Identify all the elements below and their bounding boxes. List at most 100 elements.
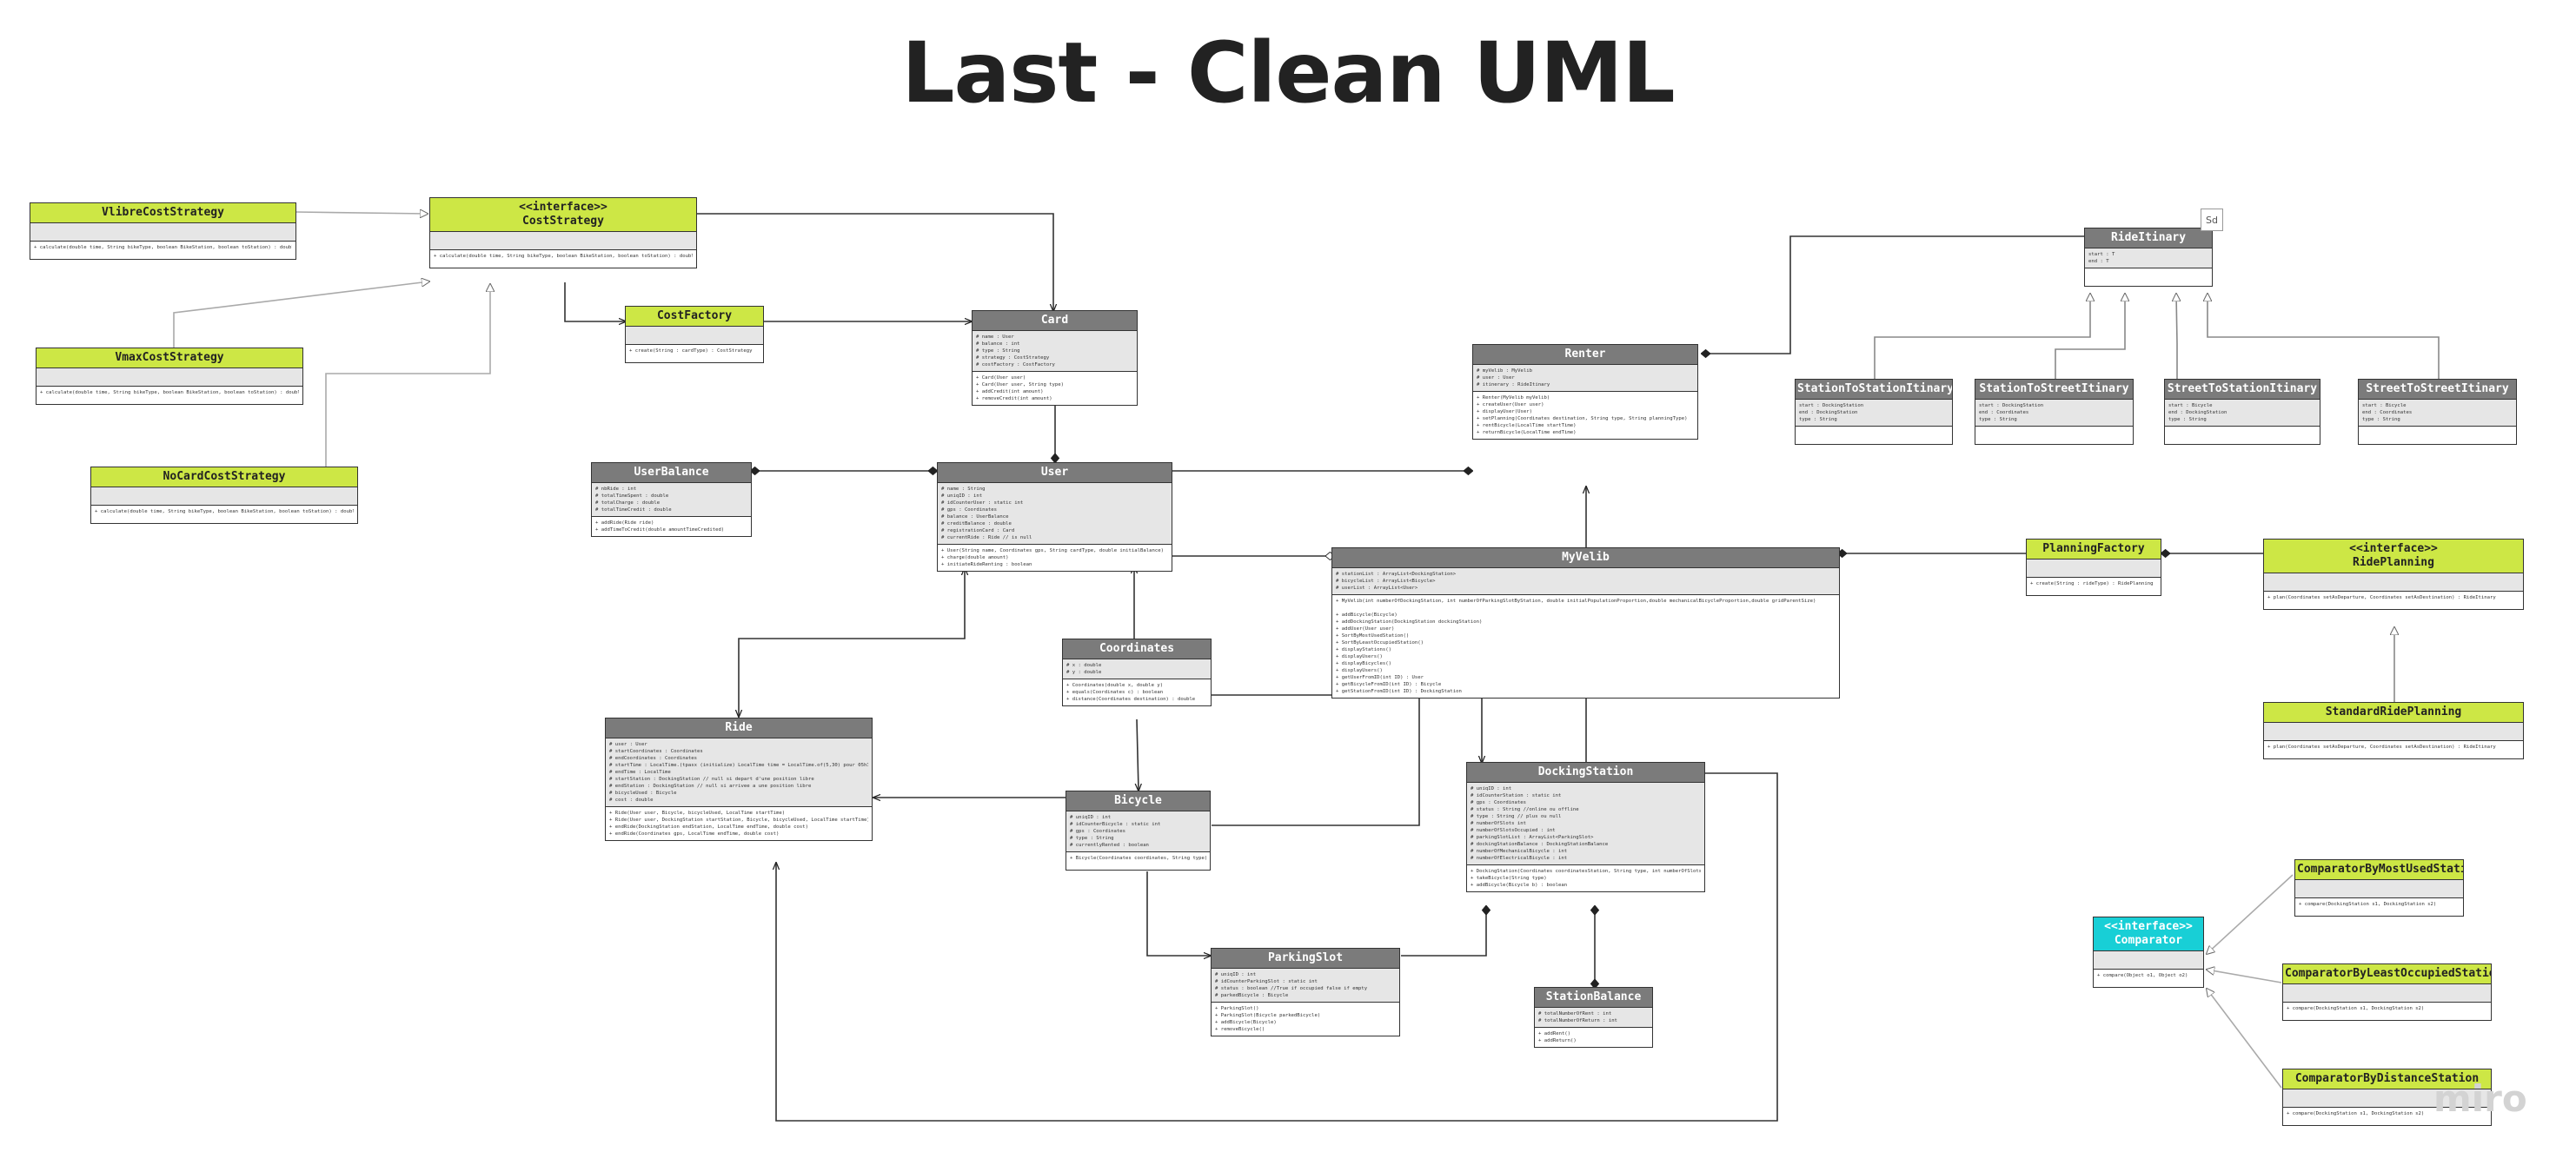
class-renter[interactable]: Renter# myVelib : MyVelib# user : User# … <box>1472 344 1698 440</box>
operation-line: + getStationFromID(int ID) : DockingStat… <box>1336 689 1462 694</box>
operation-line: + equals(Coordinates c) : boolean <box>1066 690 1164 695</box>
class-header: ComparatorByMostUsedStation <box>2295 860 2463 880</box>
attribute-line: # type : String // plus ou null <box>1471 814 1562 819</box>
attribute-line: start : T <box>2088 252 2115 257</box>
class-user[interactable]: User# name : String# uniqID : int# idCou… <box>937 462 1172 572</box>
edge-coordinates-bicycle <box>1137 718 1139 791</box>
class-vmax-cost-strategy[interactable]: VmaxCostStrategy+ calculate(double time,… <box>36 348 303 405</box>
operation-line: + compare(DockingStation s1, DockingStat… <box>2287 1111 2425 1116</box>
corner-badge[interactable]: Sd <box>2201 209 2223 231</box>
class-ride[interactable]: Ride# user : User# startCoordinates : Co… <box>605 718 873 841</box>
attribute-line: start : DockingStation <box>1979 403 2044 408</box>
class-cost-factory[interactable]: CostFactory+ create(String : cardType) :… <box>625 306 764 363</box>
attribute-line: # type : String <box>976 348 1020 354</box>
class-card[interactable]: Card# name : User# balance : int# type :… <box>972 310 1138 406</box>
class-ride-planning[interactable]: <<interface>>RidePlanning+ plan(Coordina… <box>2263 539 2524 610</box>
class-attributes: # x : double# y : double <box>1063 659 1211 679</box>
edge-bicycle-myvelib <box>1212 683 1419 826</box>
class-attributes <box>2295 880 2463 898</box>
operation-line: + addRent() <box>1538 1031 1571 1036</box>
class-attributes <box>2094 951 2203 970</box>
edge-rideitinary-renter <box>1702 235 2084 354</box>
class-name: VlibreCostStrategy <box>102 206 224 219</box>
attribute-line: end : DockingStation <box>1799 410 1858 415</box>
class-header: ComparatorByLeastOccupiedStation <box>2283 964 2491 984</box>
attribute-line: end : DockingStation <box>2168 410 2227 415</box>
attribute-line: # idCounterBicycle : static int <box>1070 822 1161 827</box>
class-my-velib[interactable]: MyVelib# stationList : ArrayList<Docking… <box>1331 547 1840 699</box>
class-stereotype: <<interface>> <box>519 201 607 214</box>
class-docking-station[interactable]: DockingStation# uniqID : int# idCounterS… <box>1466 762 1705 892</box>
operation-line: + createUser(User user) <box>1477 402 1544 407</box>
operation-line: + getUserFromID(int ID) : User <box>1336 675 1424 680</box>
attribute-line: # uniqID : int <box>1471 786 1512 791</box>
class-comparator[interactable]: <<interface>>Comparator+ compare(Object … <box>2093 917 2204 988</box>
attribute-line: type : String <box>1979 417 2017 422</box>
operation-line: + removeCredit(int amount) <box>976 396 1052 401</box>
edge-vmax-coststrategy <box>173 281 429 352</box>
class-name: StationBalance <box>1545 990 1642 1003</box>
class-comparator-by-least-occupied-station[interactable]: ComparatorByLeastOccupiedStation+ compar… <box>2282 963 2492 1021</box>
attribute-line: type : String <box>2168 417 2207 422</box>
attribute-line: # nbRide : int <box>595 487 637 492</box>
attribute-line: # numberOfElectricalBicycle : int <box>1471 856 1568 861</box>
edge-vlibre-coststrategy <box>295 212 428 214</box>
edge-coststrategy-card <box>695 213 1053 311</box>
class-comparator-by-distance-station[interactable]: ComparatorByDistanceStation+ compare(Doc… <box>2282 1069 2492 1126</box>
class-header: StreetToStationItinary <box>2165 380 2320 400</box>
class-cost-strategy[interactable]: <<interface>>CostStrategy+ calculate(dou… <box>429 197 697 268</box>
edge-mostused-comparator <box>2207 874 2294 954</box>
class-name: StationToStationItinary <box>1797 382 1952 395</box>
class-planning-factory[interactable]: PlanningFactory + create(String : rideTyp… <box>2026 539 2161 596</box>
class-name: CostFactory <box>656 309 733 322</box>
class-attributes <box>2027 560 2161 578</box>
attribute-line: # gps : Coordinates <box>1471 800 1526 805</box>
edge-s2s-rideitinary <box>1874 294 2090 379</box>
class-standard-ride-planning[interactable]: StandardRidePlanning+ plan(Coordinates s… <box>2263 702 2524 759</box>
attribute-line: # x : double <box>1066 663 1102 668</box>
class-no-card-cost-strategy[interactable]: NoCardCostStrategy+ calculate(double tim… <box>90 467 358 524</box>
attribute-line: # numberOfSlotsOccupied : int <box>1471 828 1556 833</box>
class-station-balance[interactable]: StationBalance# totalNumberOfRent : int#… <box>1534 987 1653 1048</box>
class-header: DockingStation <box>1467 763 1704 783</box>
class-coordinates[interactable]: Coordinates# x : double# y : double+ Coo… <box>1062 639 1212 706</box>
operation-line: + Card(User user) <box>976 375 1026 381</box>
class-parking-slot[interactable]: ParkingSlot# uniqID : int# idCounterPark… <box>1211 948 1400 1036</box>
attribute-line: # stationList : ArrayList<DockingStation… <box>1336 572 1457 577</box>
edge-nocard-coststrategy <box>325 284 490 467</box>
class-vlibre-cost-strategy[interactable]: VlibreCostStrategy + calculate(double tim… <box>30 202 296 260</box>
edge-parkingslot-dockingstation <box>1401 906 1486 957</box>
operation-line: + addTimeToCredit(double amountTimeCredi… <box>595 527 725 533</box>
attribute-line: # uniqID : int <box>941 493 983 499</box>
class-attributes <box>2264 723 2523 741</box>
attribute-line: start : Bicycle <box>2362 403 2407 408</box>
operation-line: + create(String : rideType) : RidePlanni… <box>2030 581 2154 586</box>
class-attributes: # nbRide : int# totalTimeSpent : double#… <box>592 483 751 517</box>
operation-line: + SortByLeastOccupiedStation() <box>1336 640 1424 646</box>
operation-line: + calculate(double time, String bikeType… <box>34 245 292 250</box>
attribute-line: # startCoordinates : Coordinates <box>609 749 703 754</box>
attribute-line: # totalTimeSpent : double <box>595 493 669 499</box>
class-user-balance[interactable]: UserBalance# nbRide : int# totalTimeSpen… <box>591 462 752 537</box>
class-comparator-by-most-used-station[interactable]: ComparatorByMostUsedStation+ compare(Doc… <box>2294 859 2464 917</box>
class-header: <<interface>>Comparator <box>2094 917 2203 951</box>
class-bicycle[interactable]: Bicycle# uniqID : int# idCounterBicycle … <box>1066 791 1211 871</box>
class-header: Renter <box>1473 345 1697 365</box>
operation-line: + charge(double amount) <box>941 555 1009 560</box>
operation-line: + returnBicycle(LocalTime endTime) <box>1477 430 1577 435</box>
operation-line: + addUser(User user) <box>1336 626 1395 632</box>
attribute-line: # parkedBicycle : Bicycle <box>1215 993 1289 998</box>
attribute-line: # registrationCard : Card <box>941 528 1015 533</box>
class-name: PlanningFactory <box>2042 542 2145 555</box>
class-operations <box>2085 268 2212 286</box>
class-header: <<interface>>RidePlanning <box>2264 540 2523 573</box>
class-attributes <box>2283 984 2491 1003</box>
attribute-line: # user : User <box>1477 375 1515 381</box>
